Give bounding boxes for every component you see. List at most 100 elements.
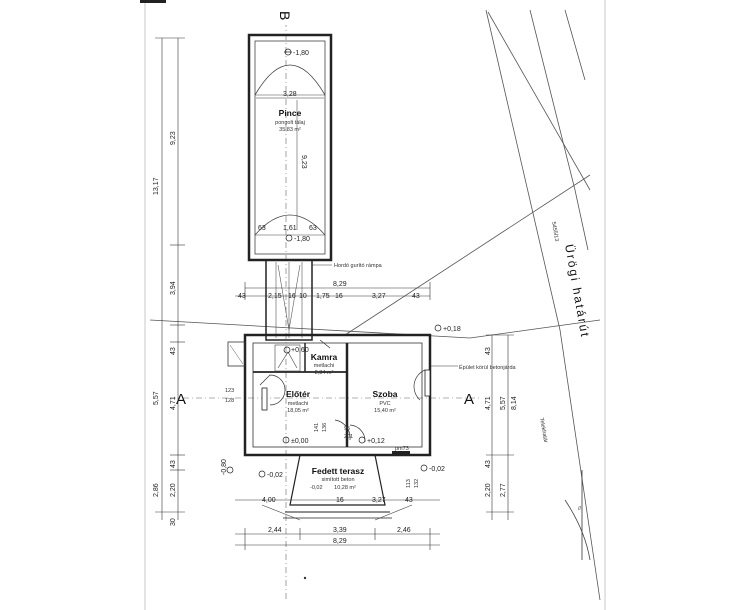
- room-area-terasz: 10,28 m²: [334, 485, 356, 491]
- dot-mark: [303, 576, 307, 580]
- svg-text:141: 141: [314, 423, 320, 432]
- section-a-left-label: A: [176, 391, 186, 408]
- svg-text:16: 16: [336, 497, 344, 504]
- cellar-width-dim: 3,28: [283, 91, 297, 98]
- level-marker-left-side: -0,80: [221, 459, 234, 475]
- level-marker-terrace-left: -0,02: [258, 470, 283, 479]
- svg-text:2,20: 2,20: [485, 483, 492, 497]
- dim-left-557: 5,57: [153, 391, 160, 405]
- svg-text:2,15: 2,15: [268, 293, 282, 300]
- dim-left-total: 13,17: [153, 177, 160, 195]
- dim-right-471: 4,71: [485, 396, 492, 410]
- boundary-note: Telekhatár: [538, 417, 548, 443]
- svg-text:-0,02: -0,02: [429, 466, 445, 473]
- left-dimension-chains: [155, 37, 185, 520]
- svg-text:113: 113: [406, 479, 412, 488]
- svg-text:43: 43: [170, 460, 177, 468]
- level-marker-entry: ±0,00: [282, 436, 309, 445]
- room-name-szoba: Szoba: [372, 389, 397, 399]
- entry-window: [261, 387, 268, 411]
- level-marker-roof-corner: +0,18: [434, 324, 461, 333]
- pm-label: pm73: [395, 446, 409, 452]
- svg-text:16: 16: [335, 293, 343, 300]
- svg-text:201: 201: [344, 434, 353, 440]
- hatch-marks: //: [578, 506, 582, 512]
- dim-right-557: 5,57: [500, 396, 507, 410]
- kamra-stairs: +0,60: [274, 344, 309, 372]
- svg-text:63: 63: [258, 225, 266, 232]
- room-floor-pince: pongolt tálaj: [275, 120, 305, 126]
- level-marker-room: +0,12: [358, 436, 385, 445]
- dim-door-123: 123: [225, 388, 234, 394]
- svg-text:63: 63: [309, 225, 317, 232]
- cellar-inner-dim: 9,23: [300, 155, 307, 169]
- svg-text:43: 43: [412, 293, 420, 300]
- level-marker-cellar-bottom: -1,80: [285, 234, 310, 243]
- dim-left-cellar: 9,23: [170, 131, 177, 145]
- right-dimension-chains: [486, 334, 514, 520]
- dim-bottom-244: 2,44: [268, 527, 282, 534]
- ramp-label: Hordó gurító rámpa: [334, 263, 383, 269]
- section-a-line: A A: [170, 391, 480, 408]
- room-floor-kamra: metlachi: [314, 363, 334, 369]
- room-floor-terasz: simított beton: [321, 477, 354, 483]
- room-window: [424, 369, 431, 397]
- svg-text:132: 132: [414, 479, 420, 488]
- svg-text:1,75: 1,75: [316, 293, 330, 300]
- room-area-szoba: 15,40 m²: [374, 408, 396, 414]
- svg-text:136: 136: [322, 423, 328, 432]
- room-name-terasz: Fedett terasz: [312, 466, 364, 476]
- barrel-ramp: Hordó gurító rámpa: [265, 259, 383, 341]
- surround-path-label: Épület körül betonjárda: [459, 364, 517, 371]
- road-code-label: 5455/13: [550, 221, 559, 242]
- room-name-kamra: Kamra: [311, 352, 338, 362]
- dim-bottom-total: 8,29: [333, 538, 347, 545]
- svg-text:3,27: 3,27: [372, 293, 386, 300]
- section-a-right-label: A: [464, 391, 474, 408]
- svg-text:3,27: 3,27: [372, 497, 386, 504]
- svg-text:10: 10: [299, 293, 307, 300]
- corner-tab: [140, 0, 166, 3]
- svg-text:1,61: 1,61: [283, 225, 297, 232]
- svg-text:2,20: 2,20: [170, 483, 177, 497]
- dim-right-814: 8,14: [511, 396, 518, 410]
- svg-text:+0,12: +0,12: [367, 438, 385, 445]
- room-area-kamra: 2,34 m²: [315, 370, 334, 376]
- svg-text:95: 95: [344, 426, 350, 432]
- room-name-pince: Pince: [279, 108, 302, 118]
- section-b-marker: B: [277, 8, 294, 600]
- svg-text:-1,80: -1,80: [294, 236, 310, 243]
- dim-bottom-246: 2,46: [397, 527, 411, 534]
- level-marker-cellar-top: -1,80: [284, 48, 309, 57]
- section-b-label: B: [277, 11, 293, 20]
- svg-text:-0,80: -0,80: [221, 459, 228, 475]
- room-area-pince: 35,83 m²: [279, 127, 301, 133]
- svg-text:+0,18: +0,18: [443, 326, 461, 333]
- dim-left-471: 4,71: [170, 396, 177, 410]
- room-name-eloter: Előtér: [286, 389, 311, 399]
- svg-text:43: 43: [405, 497, 413, 504]
- svg-text:16: 16: [288, 293, 296, 300]
- svg-text:43: 43: [485, 460, 492, 468]
- svg-text:2,86: 2,86: [153, 483, 160, 497]
- dim-top-total: 8,29: [333, 281, 347, 288]
- room-floor-eloter: metlachi: [288, 401, 308, 407]
- room-area-eloter: 18,05 m²: [287, 408, 309, 414]
- svg-text:30: 30: [170, 518, 177, 526]
- chimney-mark: [392, 451, 410, 455]
- svg-text:±0,00: ±0,00: [291, 438, 309, 445]
- level-marker-terrace-right: -0,02: [420, 464, 445, 473]
- bottom-dimension-chains: [235, 499, 440, 550]
- dim-door-128: 128: [225, 398, 234, 404]
- level-kamra: +0,60: [291, 347, 309, 354]
- dim-left-ramp: 3,94: [170, 281, 177, 295]
- svg-text:-1,80: -1,80: [293, 50, 309, 57]
- room-floor-szoba: PVC: [379, 401, 390, 407]
- svg-text:43: 43: [170, 347, 177, 355]
- cellar-pince: 3,28 9,23 -1,80 -1,80 Pince pongolt tála…: [247, 33, 333, 262]
- covered-terrace: Fedett terasz simított beton 10,28 m² -0…: [261, 454, 413, 521]
- svg-text:2,77: 2,77: [500, 483, 507, 497]
- level-terrace-mid: -0,02: [310, 485, 323, 491]
- dim-bottom-339: 3,39: [333, 527, 347, 534]
